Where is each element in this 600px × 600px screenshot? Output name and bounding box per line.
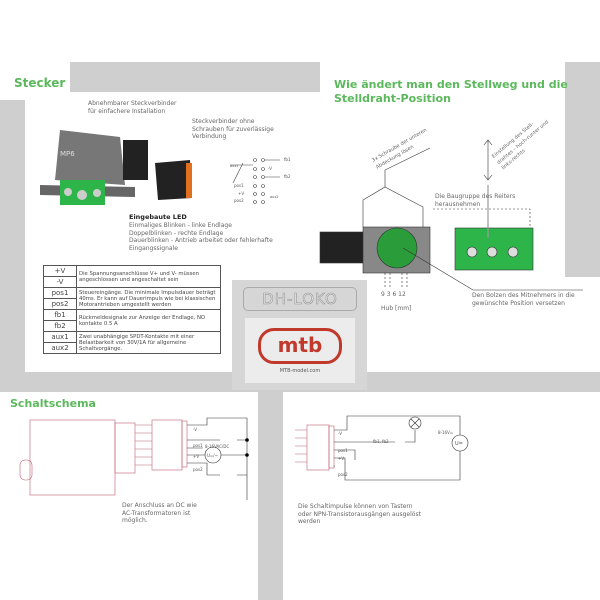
- bg-block: [565, 62, 600, 277]
- text: Den Bolzen des Mitnehmers in die: [472, 292, 575, 299]
- led-title: Eingebaute LED: [129, 213, 187, 221]
- pin-key: fb2: [43, 320, 77, 332]
- bg-block: [70, 62, 320, 92]
- schema1-note: Der Anschluss an DC wie AC-Transformator…: [122, 502, 197, 525]
- schema2-minus-v: -V: [338, 431, 342, 436]
- bg-block: [258, 392, 283, 600]
- pin-key: -V: [43, 276, 77, 288]
- text: möglich.: [122, 517, 148, 524]
- text: werden: [298, 518, 321, 525]
- pin-aux2: aux2: [270, 195, 279, 199]
- led-description: Einmaliges Blinken - linke Endlage Doppe…: [129, 222, 273, 252]
- panel-bottom-right: [283, 400, 468, 535]
- pin-desc: Rückmeldesignale zur Anzeige der Endlage…: [76, 309, 221, 332]
- schema2-fb: fb1, fb2: [373, 439, 389, 444]
- pin-desc: Zwei unabhängige SPDT-Kontakte mit einer…: [76, 331, 221, 354]
- hub-values: 9 3 6 12: [381, 291, 406, 298]
- pin-desc: Die Spannungsanschlüsse V+ und V- müssen…: [76, 265, 221, 288]
- device-photo: [40, 130, 148, 205]
- pin-diagram: [230, 158, 280, 204]
- schema2-note: Die Schaltimpulse können von Tastern ode…: [298, 503, 421, 526]
- mtb-url: MTB-model.com: [279, 368, 321, 374]
- pin-key: aux1: [43, 331, 77, 343]
- pin-desc: Steuereingänge. Die minimale Impulsdauer…: [76, 287, 221, 310]
- text: Dauerblinken - Antrieb arbeitet oder feh…: [129, 237, 273, 244]
- text: Abnehmbarer Steckverbinder: [88, 100, 177, 107]
- section-title-schaltschema: Schaltschema: [10, 397, 96, 410]
- schema2-source: U=: [455, 441, 463, 447]
- text: für einfachere Installation: [88, 107, 166, 115]
- pin-pos2: pos2: [234, 198, 244, 203]
- pin-key: pos2: [43, 298, 77, 310]
- table-row: aux2: [43, 342, 221, 354]
- pin-key: fb1: [43, 309, 77, 321]
- pin-key: aux2: [43, 342, 77, 354]
- plug-photo: [155, 160, 192, 200]
- text: Schrauben für zuverlässige: [192, 125, 274, 133]
- pin-fb2: fb2: [284, 174, 291, 179]
- dh-loko-logo: DH-LOKO: [243, 287, 357, 311]
- text: Die Schaltimpulse können von Tastern: [298, 503, 413, 510]
- text: gewünschte Position versetzen: [472, 299, 565, 307]
- schema1-supply: 8-16VAC/DC: [205, 444, 230, 449]
- stellweg-drawing: [319, 139, 583, 291]
- schema2-plus-v: +V: [338, 456, 345, 461]
- text: Verbindung: [192, 133, 227, 140]
- callout-screwless: Steckverbinder ohne Schrauben für zuverl…: [192, 118, 274, 141]
- pin-key: pos1: [43, 287, 77, 299]
- schema2-pos2: pos2: [338, 472, 348, 477]
- callout-baugruppe: Die Baugruppe des Reiters herausnehmen: [435, 193, 515, 208]
- text: Einmaliges Blinken - linke Endlage: [129, 222, 232, 229]
- device-label: MP6: [60, 150, 75, 158]
- schema2-supply: 8-16V=: [438, 430, 454, 435]
- section-title-stecker: Stecker: [14, 76, 66, 90]
- mtb-wordmark: mtb: [258, 328, 342, 364]
- schematic-2: [295, 415, 469, 481]
- pin-plus-v: +V: [238, 191, 245, 196]
- hub-label: Hub [mm]: [381, 305, 412, 312]
- text: Wie ändert man den Stellweg und die: [334, 78, 568, 91]
- mtb-logo: mtb MTB-model.com: [245, 318, 355, 383]
- bg-block: [0, 100, 25, 375]
- schema1-pos2: pos2: [193, 467, 203, 472]
- text: Stelldraht-Position: [334, 92, 451, 105]
- schematic-1: [19, 417, 249, 500]
- pin-pos1: pos1: [234, 183, 244, 188]
- text: AC-Transformatoren ist: [122, 509, 191, 517]
- section-title-stellweg: Wie ändert man den Stellweg und die Stel…: [334, 78, 568, 106]
- text: Doppelblinken - rechte Endlage: [129, 229, 224, 237]
- text: oder NPN-Transistorausgängen ausgelöst: [298, 510, 421, 518]
- schema1-minus-v: -V: [193, 427, 197, 432]
- text: Die Baugruppe des Reiters: [435, 193, 516, 200]
- pin-minus-v: -V: [268, 166, 272, 171]
- text: herausnehmen: [435, 200, 481, 208]
- pin-fb1: fb1: [284, 157, 291, 162]
- schema1-plus-v: +V: [193, 454, 200, 459]
- schema2-pos1: pos1: [338, 448, 348, 453]
- callout-bolzen: Den Bolzen des Mitnehmers in die gewünsc…: [472, 292, 575, 307]
- schema1-source: U=/~: [207, 453, 218, 458]
- pin-aux1: aux1: [230, 164, 239, 168]
- text: Eingangssignale: [129, 244, 178, 252]
- panel-bottom-left: [0, 392, 258, 552]
- pin-key: +V: [43, 265, 77, 277]
- callout-removable: Abnehmbarer Steckverbinder für einfacher…: [88, 100, 177, 115]
- text: Steckverbinder ohne: [192, 118, 255, 125]
- text: Der Anschluss an DC wie: [122, 502, 197, 509]
- schema1-pos1: pos1: [193, 443, 203, 448]
